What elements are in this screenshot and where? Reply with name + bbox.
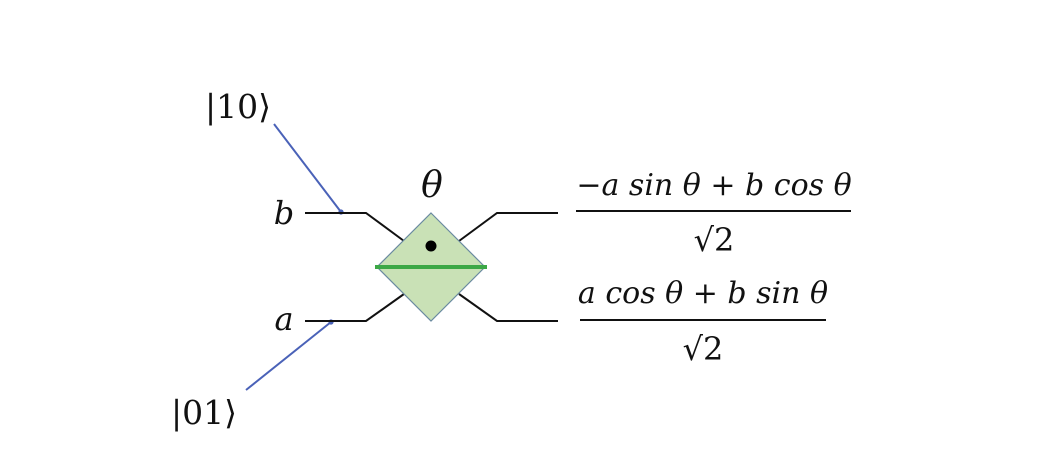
ket-01-pointer-line (245, 321, 332, 391)
lower-output-denominator: √2 (683, 330, 724, 368)
output-beam-upper (458, 212, 558, 242)
upper-output-numerator: −a sin θ + b cos θ (576, 168, 851, 203)
beam-splitter-marker-dot (425, 240, 437, 252)
ket-10-pointer-line (273, 123, 342, 213)
theta-label: θ (421, 165, 443, 206)
lower-output-numerator: a cos θ + b sin θ (578, 276, 828, 311)
ket-01-label: |01⟩ (171, 393, 237, 432)
upper-output-denominator: √2 (694, 221, 735, 259)
input-beam-a (305, 293, 405, 322)
ket-10-label: |10⟩ (205, 87, 271, 126)
input-beam-b (305, 212, 405, 242)
port-a-label: a (274, 300, 293, 338)
port-b-label: b (274, 194, 294, 232)
output-beam-lower (458, 293, 558, 322)
